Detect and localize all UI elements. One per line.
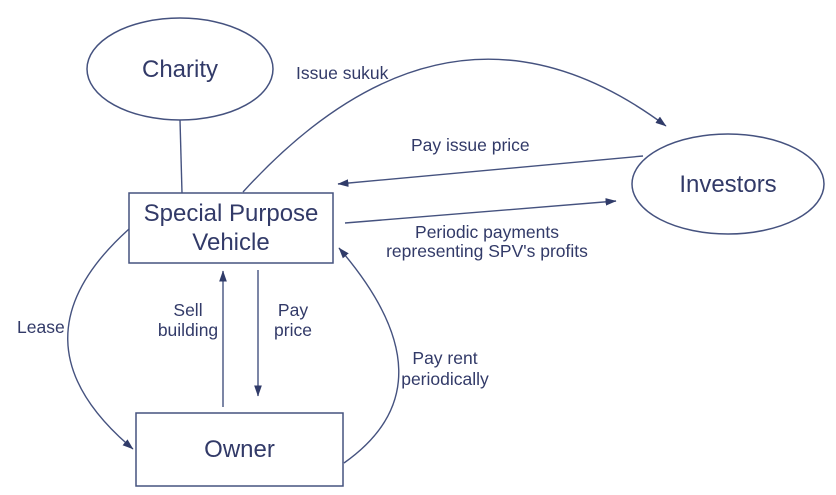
sell-building-label-line2: building xyxy=(157,320,219,340)
charity-label: Charity xyxy=(141,55,219,83)
spv-label: Special Purpose Vehicle xyxy=(129,193,333,263)
owner-label: Owner xyxy=(204,436,275,463)
charity-spv-connector xyxy=(179,119,183,194)
owner-box xyxy=(135,412,344,487)
periodic-payments-label: Periodic payments representing SPV's pro… xyxy=(382,223,592,261)
spv-label-line2: Vehicle xyxy=(192,229,270,256)
pay-rent-arrow xyxy=(338,247,400,464)
periodic-payments-label-line1: Periodic payments xyxy=(415,222,559,242)
pay-rent-label: Pay rent periodically xyxy=(394,348,496,390)
pay-price-label: Pay price xyxy=(253,300,333,340)
issue-sukuk-label: Issue sukuk xyxy=(296,63,389,83)
sell-building-label-line1: Sell xyxy=(173,300,203,320)
spv-label-line1: Special Purpose xyxy=(143,200,319,227)
periodic-payments-arrow xyxy=(344,198,617,224)
pay-price-label-line1: Pay xyxy=(277,300,309,320)
lease-arrow xyxy=(67,228,134,450)
pay-rent-label-line2: periodically xyxy=(401,369,489,389)
pay-rent-label-line1: Pay rent xyxy=(412,348,478,368)
investors-ellipse xyxy=(631,133,825,235)
pay-issue-price-arrow xyxy=(337,155,644,187)
lease-label: Lease xyxy=(17,317,65,337)
periodic-payments-label-line2: representing SPV's profits xyxy=(386,241,588,261)
investors-label: Investors xyxy=(679,170,777,198)
pay-issue-price-label: Pay issue price xyxy=(411,135,530,155)
issue-sukuk-arrow xyxy=(242,58,667,193)
pay-price-label-line2: price xyxy=(274,320,312,340)
spv-box xyxy=(128,192,334,264)
sell-building-label: Sell building xyxy=(148,300,228,340)
